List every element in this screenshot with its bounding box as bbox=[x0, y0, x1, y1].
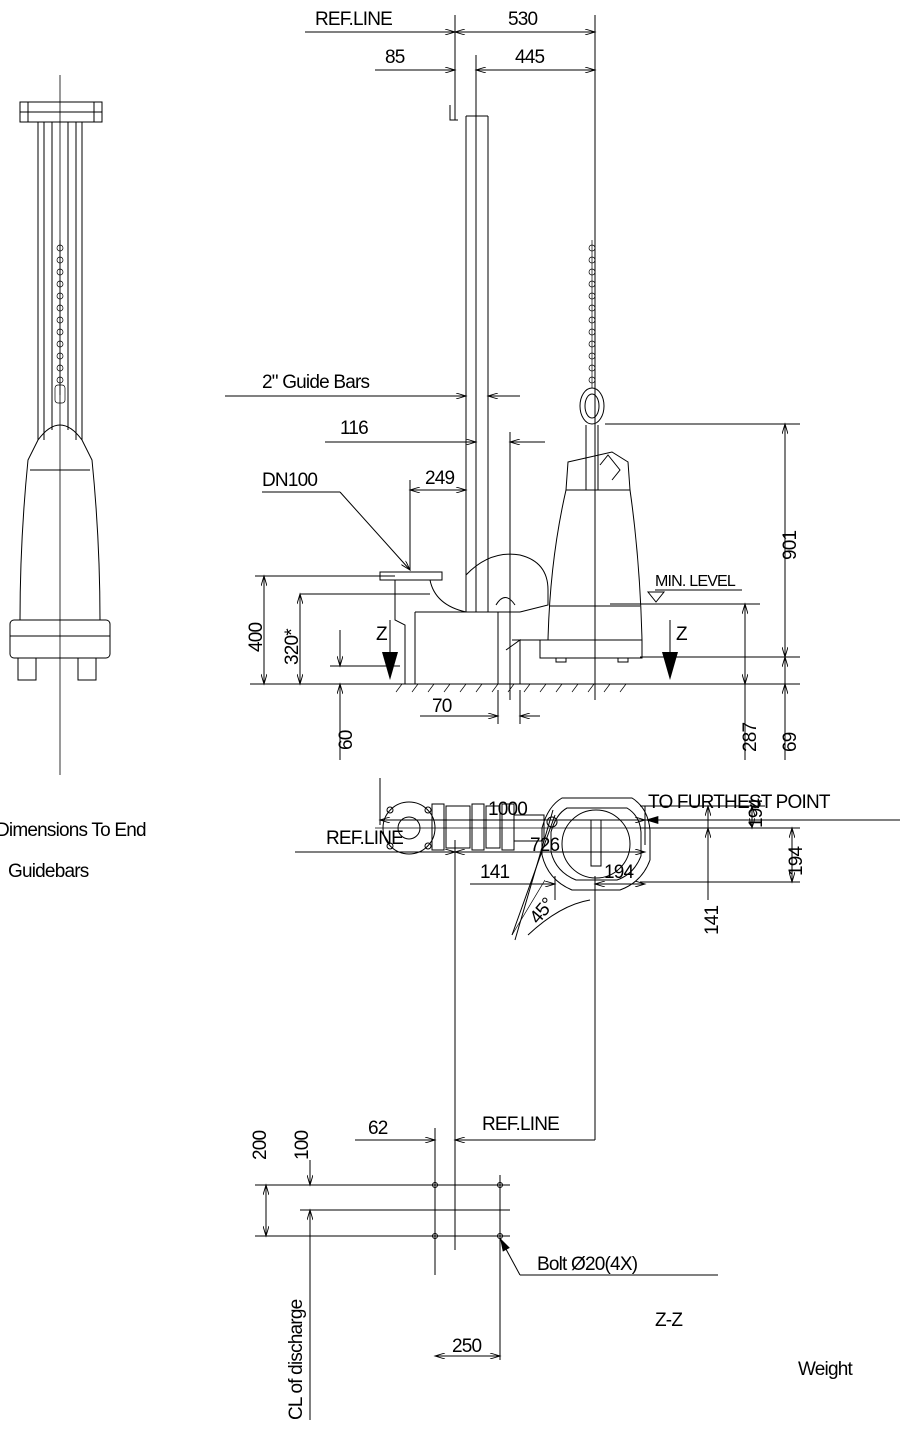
dim-85: 85 bbox=[385, 47, 405, 68]
ref-line-label: REF.LINE bbox=[315, 9, 392, 30]
cl-of-discharge: CL of discharge bbox=[286, 1299, 307, 1420]
dim-200: 200 bbox=[250, 1130, 271, 1160]
elevation-view: REF.LINE 530 85 445 2" Guide Bars 116 DN… bbox=[225, 9, 801, 760]
side-view bbox=[9, 75, 111, 775]
weight-label: Weight bbox=[798, 1359, 854, 1380]
note-guidebars: Guidebars bbox=[8, 861, 89, 882]
angle-45: 45° bbox=[526, 894, 559, 928]
ground-hatch bbox=[395, 683, 627, 693]
dim-530: 530 bbox=[508, 9, 538, 30]
note-dimensions-to-end: Dimensions To End bbox=[0, 820, 146, 841]
dim-250: 250 bbox=[452, 1336, 482, 1357]
section-z-right: Z bbox=[676, 624, 688, 645]
dim-141-h: 141 bbox=[480, 862, 510, 883]
section-zz-label: Z-Z bbox=[655, 1310, 683, 1331]
ref-line-bottom: REF.LINE bbox=[482, 1114, 559, 1135]
to-furthest-point: TO FURTHEST POINT bbox=[648, 792, 831, 813]
bolt-label: Bolt Ø20(4X) bbox=[537, 1254, 638, 1275]
dim-62: 62 bbox=[368, 1118, 388, 1139]
dim-1000: 1000 bbox=[488, 799, 527, 820]
chain-icon bbox=[54, 240, 66, 404]
dim-901: 901 bbox=[780, 530, 801, 560]
guide-bars-label: 2" Guide Bars bbox=[262, 372, 370, 393]
dim-116: 116 bbox=[340, 418, 368, 439]
dim-287: 287 bbox=[740, 722, 761, 752]
dim-194-v1: 194 bbox=[746, 797, 767, 828]
dim-320: 320* bbox=[282, 628, 303, 665]
dim-60: 60 bbox=[336, 730, 357, 750]
bolt-pattern-view: 62 REF.LINE 200 100 CL of discharge Bolt… bbox=[250, 1114, 854, 1420]
dim-141-v: 141 bbox=[702, 905, 723, 935]
min-level-label: MIN. LEVEL bbox=[655, 573, 736, 590]
dim-194-h: 194 bbox=[604, 862, 635, 883]
dim-445: 445 bbox=[515, 47, 545, 68]
dim-69: 69 bbox=[780, 732, 801, 752]
lifting-chain-icon bbox=[588, 240, 596, 388]
section-z-left: Z bbox=[376, 624, 388, 645]
ref-line-mid: REF.LINE bbox=[326, 828, 403, 849]
dim-70: 70 bbox=[432, 696, 452, 717]
dim-100: 100 bbox=[292, 1130, 313, 1160]
plan-view: 1000 TO FURTHEST POINT REF.LINE 726 141 … bbox=[0, 778, 900, 1250]
dim-726: 726 bbox=[530, 835, 560, 856]
dim-194-v2: 194 bbox=[786, 845, 807, 876]
dim-249: 249 bbox=[425, 468, 455, 489]
dim-400: 400 bbox=[246, 622, 267, 652]
dn100-label: DN100 bbox=[262, 470, 317, 491]
